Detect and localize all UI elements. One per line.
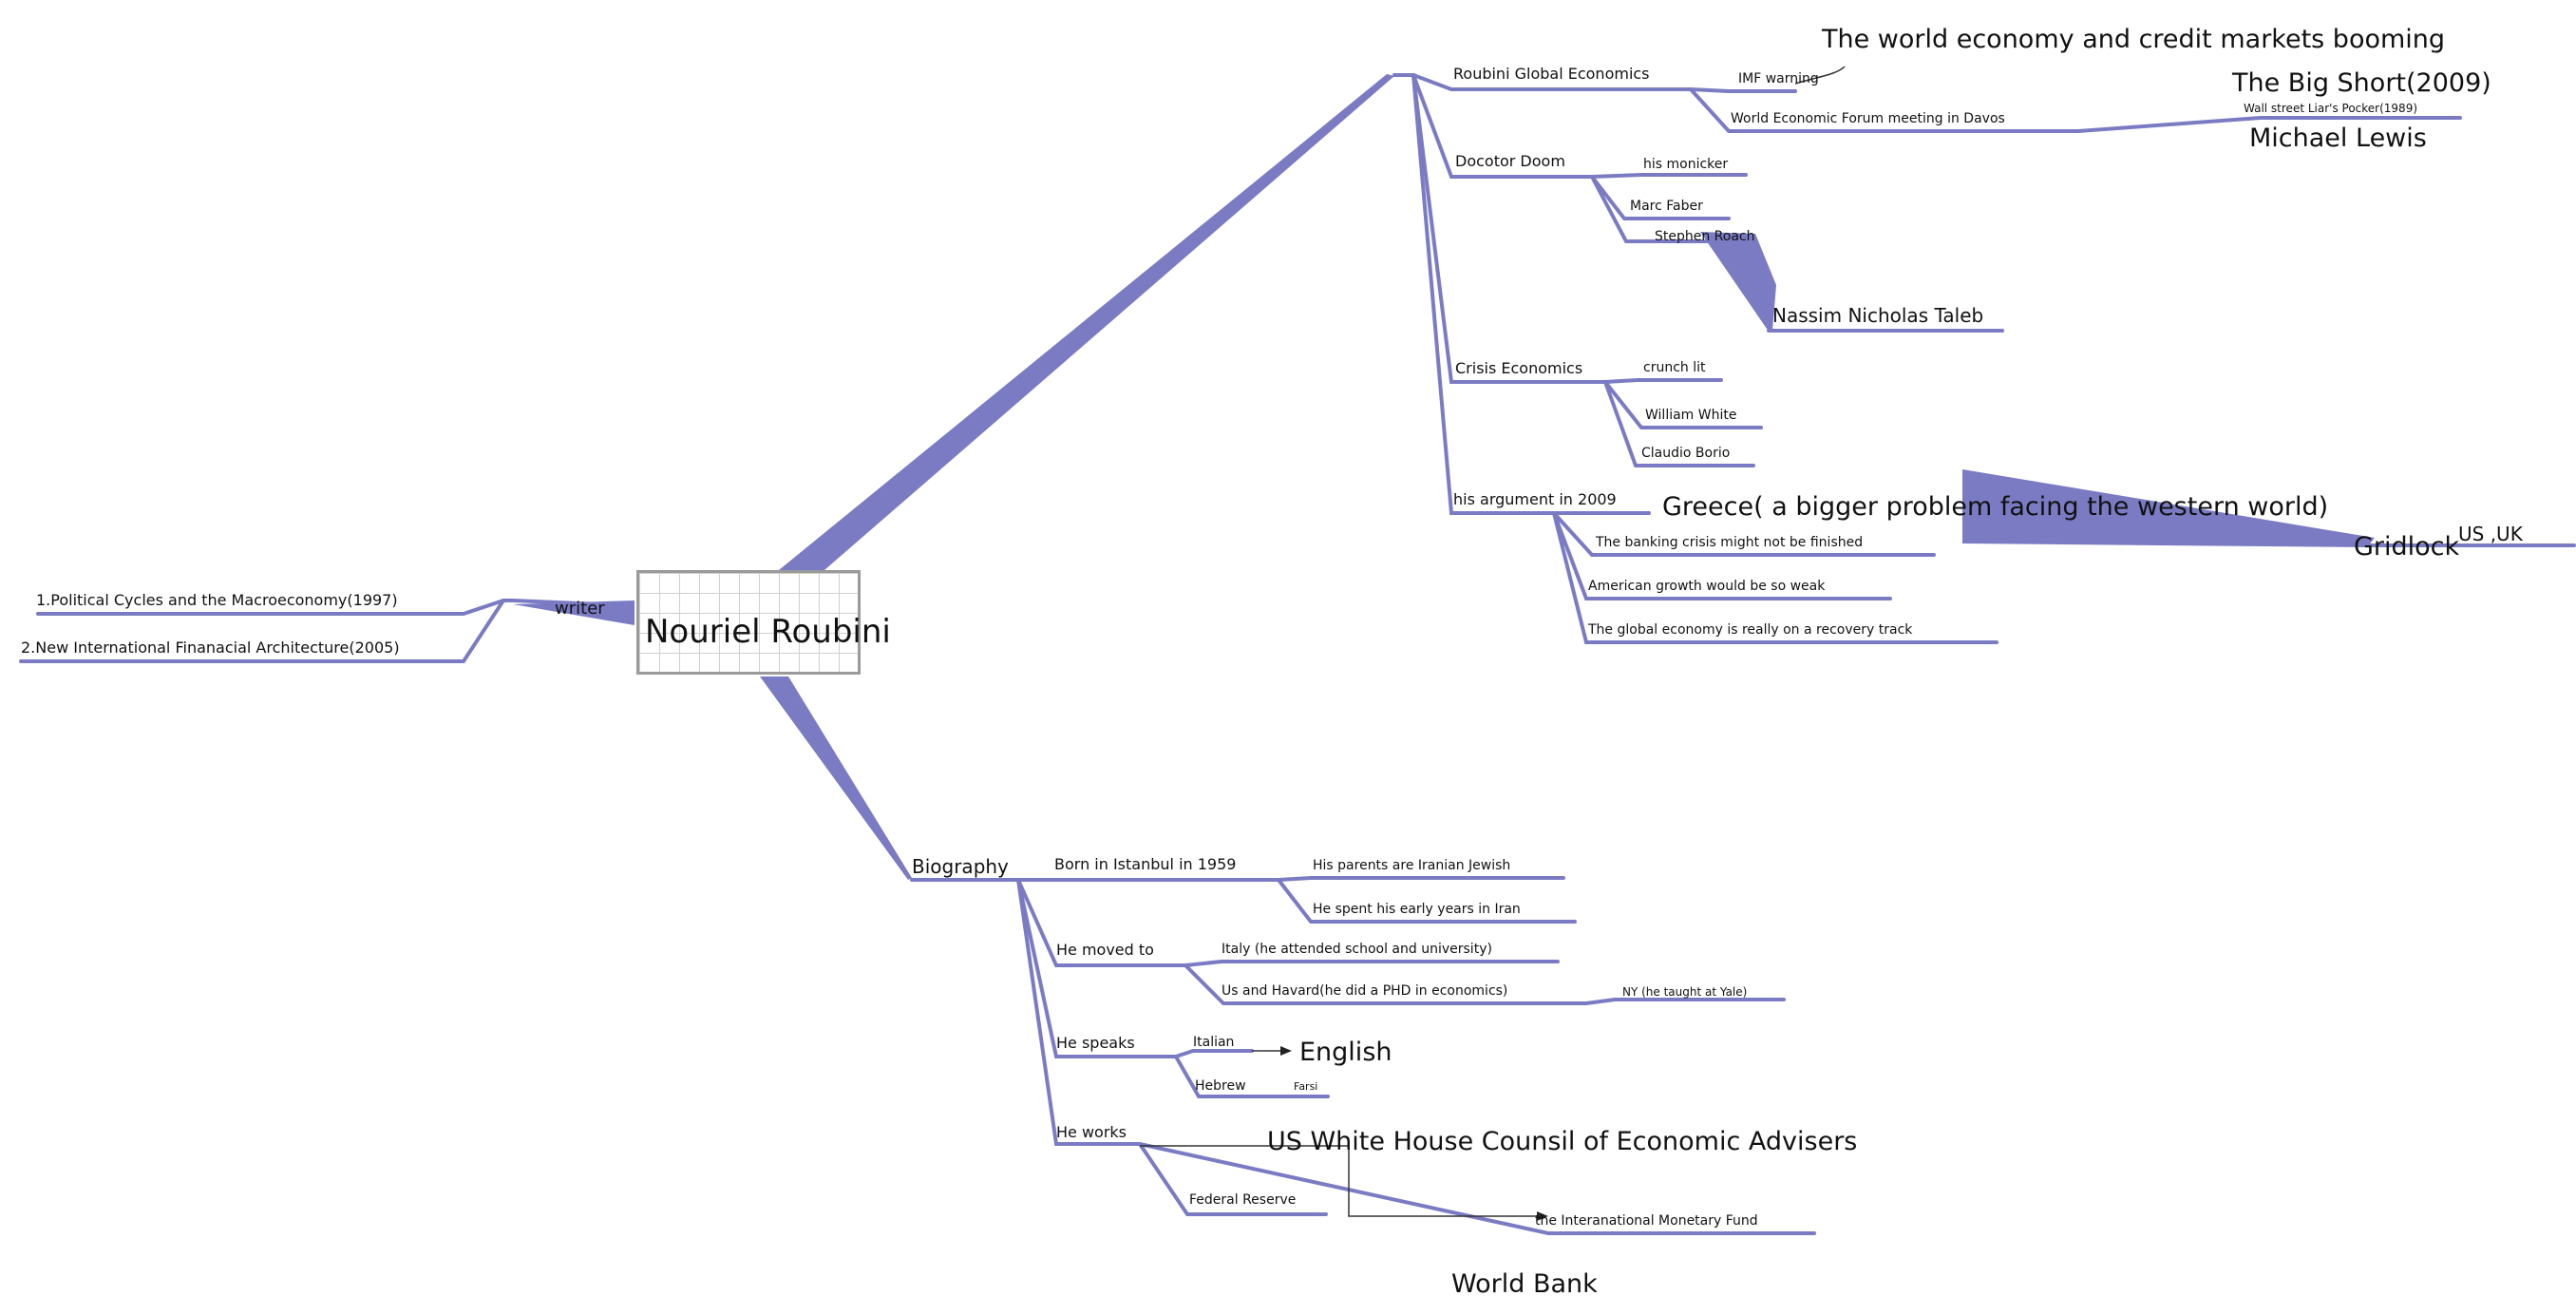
line-growth xyxy=(1552,511,1892,600)
crunch-label[interactable]: crunch lit xyxy=(1643,360,1706,375)
line-book2 xyxy=(19,599,505,663)
crisis-label[interactable]: Crisis Economics xyxy=(1455,359,1583,377)
borio-label[interactable]: Claudio Borio xyxy=(1641,446,1731,461)
liars-poker-label[interactable]: Wall street Liar's Pocker(1989) xyxy=(2244,102,2418,115)
early-years-label[interactable]: He spent his early years in Iran xyxy=(1313,902,1521,917)
hebrew-label[interactable]: Hebrew xyxy=(1195,1078,1246,1094)
line-doom xyxy=(1411,73,1594,179)
branch-gridlock xyxy=(1962,469,2375,547)
line-imf xyxy=(1689,87,1797,93)
line-rge xyxy=(1411,73,1693,91)
central-topic-label: Nouriel Roubini xyxy=(645,613,891,651)
works-label[interactable]: He works xyxy=(1056,1123,1127,1141)
recovery-label[interactable]: The global economy is really on a recove… xyxy=(1588,622,1913,638)
big-short-label[interactable]: The Big Short(2009) xyxy=(2232,68,2491,98)
roach-label[interactable]: Stephen Roach xyxy=(1655,229,1755,244)
branch-writer xyxy=(513,600,635,625)
connector-whitehouse xyxy=(1140,1145,1539,1217)
speaks-label[interactable]: He speaks xyxy=(1056,1034,1135,1052)
faber-label[interactable]: Marc Faber xyxy=(1630,199,1703,214)
usuk-label[interactable]: US ,UK xyxy=(2458,523,2523,545)
line-parents xyxy=(1277,876,1565,882)
rge-label[interactable]: Roubini Global Economics xyxy=(1453,65,1650,83)
central-topic-node[interactable]: Nouriel Roubini xyxy=(636,570,891,675)
born-label[interactable]: Born in Istanbul in 1959 xyxy=(1054,855,1237,873)
moniker-label[interactable]: his monicker xyxy=(1643,157,1729,172)
line-faber xyxy=(1590,175,1731,220)
us-havard-label[interactable]: Us and Havard(he did a PHD in economics) xyxy=(1222,983,1508,999)
line-italy xyxy=(1184,960,1560,967)
line-crisis xyxy=(1411,73,1607,384)
english-label[interactable]: English xyxy=(1299,1038,1392,1067)
moved-label[interactable]: He moved to xyxy=(1056,941,1154,959)
arrowhead-english xyxy=(1280,1046,1292,1056)
whitehouse-label[interactable]: US White House Counsil of Economic Advis… xyxy=(1267,1127,1858,1156)
italian-label[interactable]: Italian xyxy=(1193,1035,1235,1050)
davos-label[interactable]: World Economic Forum meeting in Davos xyxy=(1731,111,2005,126)
line-argument xyxy=(1411,73,1651,515)
line-moniker xyxy=(1590,173,1748,179)
line-works xyxy=(1016,878,1142,1146)
imf-fund-label[interactable]: the Interanational Monetary Fund xyxy=(1535,1213,1758,1229)
line-banking xyxy=(1552,511,1936,557)
branch-top xyxy=(779,74,1394,570)
line-davos xyxy=(1689,87,2462,133)
line-writer xyxy=(511,599,624,607)
line-roach xyxy=(1590,175,1755,243)
farsi-label[interactable]: Farsi xyxy=(1294,1080,1318,1093)
book-2-label[interactable]: 2.New International Finanacial Architect… xyxy=(21,638,400,657)
line-recovery xyxy=(1552,511,1998,644)
line-crunch xyxy=(1603,378,1723,384)
italy-label[interactable]: Italy (he attended school and university… xyxy=(1222,942,1492,957)
branch-taleb xyxy=(1700,232,1776,331)
taleb-label[interactable]: Nassim Nicholas Taleb xyxy=(1772,304,1984,327)
biography-label[interactable]: Biography xyxy=(912,855,1009,878)
arrowhead-imf xyxy=(1537,1211,1548,1221)
argument-label[interactable]: his argument in 2009 xyxy=(1453,490,1617,508)
writer-label[interactable]: writer xyxy=(555,599,605,619)
line-speaks xyxy=(1016,878,1178,1058)
imf-warning-label[interactable]: IMF warning xyxy=(1738,71,1819,86)
branch-bio xyxy=(760,677,912,880)
gridlock-label[interactable]: Gridlock xyxy=(2354,532,2460,562)
ny-yale-label[interactable]: NY (he taught at Yale) xyxy=(1622,985,1748,999)
world-bank-label[interactable]: World Bank xyxy=(1451,1269,1598,1299)
book-1-label[interactable]: 1.Political Cycles and the Macroeconomy(… xyxy=(36,591,398,609)
line-italian xyxy=(1174,1049,1254,1058)
line-fed xyxy=(1138,1142,1328,1216)
line-borio xyxy=(1603,380,1755,467)
line-imf-bio xyxy=(1138,1142,1816,1235)
greece-label[interactable]: Greece( a bigger problem facing the west… xyxy=(1662,492,2329,522)
line-white xyxy=(1603,380,1763,429)
white-label[interactable]: William White xyxy=(1645,408,1737,423)
federal-reserve-label[interactable]: Federal Reserve xyxy=(1189,1192,1297,1208)
line-book1 xyxy=(36,599,515,616)
line-us xyxy=(1184,963,1786,1005)
growth-label[interactable]: American growth would be so weak xyxy=(1588,579,1826,594)
banking-label[interactable]: The banking crisis might not be finished xyxy=(1596,535,1864,550)
line-moved xyxy=(1016,878,1187,967)
michael-lewis-label[interactable]: Michael Lewis xyxy=(2249,124,2427,153)
central-node-background xyxy=(639,573,858,672)
line-early xyxy=(1277,878,1577,924)
doom-label[interactable]: Docotor Doom xyxy=(1455,152,1565,170)
line-hebrew xyxy=(1174,1055,1330,1098)
economy-booming-label[interactable]: The world economy and credit markets boo… xyxy=(1822,25,2446,54)
connector-imf-note xyxy=(1794,66,1846,85)
parents-label[interactable]: His parents are Iranian Jewish xyxy=(1313,858,1511,873)
